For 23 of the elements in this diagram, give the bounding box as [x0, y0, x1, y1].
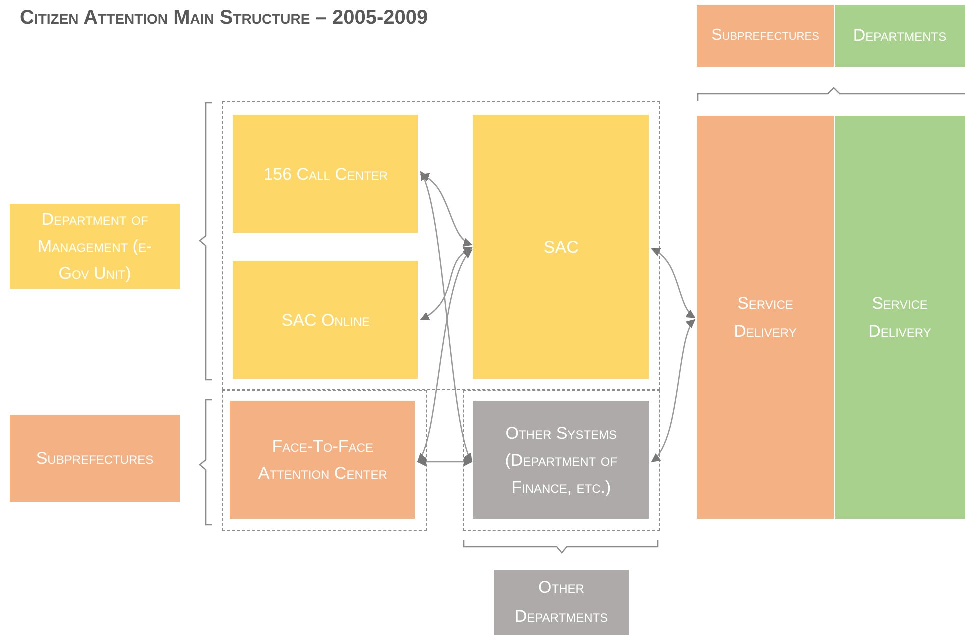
department-box: Department of Management (e-Gov Unit) — [10, 204, 180, 289]
double-arrow — [420, 247, 473, 321]
channel-box: SAC — [473, 115, 650, 380]
service-column: Service Delivery — [697, 116, 834, 519]
service-column: Service Delivery — [835, 116, 965, 519]
double-arrow — [651, 248, 696, 319]
dashed-group-frame — [463, 390, 660, 531]
channel-box: 156 Call Center — [233, 115, 418, 234]
channel-box: SAC Online — [233, 261, 418, 380]
dashed-group-frame — [222, 390, 427, 531]
header-box: Subprefectures — [697, 5, 834, 67]
header-box: Departments — [835, 5, 965, 67]
double-arrow — [417, 249, 473, 463]
double-arrow — [651, 319, 696, 463]
department-box: Other Departments — [494, 570, 629, 635]
department-box: Subprefectures — [10, 415, 180, 502]
double-arrow — [420, 174, 473, 246]
double-arrow — [420, 171, 473, 463]
channel-box: Face-To-Face Attention Center — [230, 401, 416, 520]
diagram-title: Citizen Attention Main Structure – 2005-2009 — [20, 6, 428, 31]
double-arrow — [417, 457, 473, 467]
dashed-group-frame — [222, 101, 660, 390]
system-box: Other Systems (Department of Finance, etc.) — [473, 401, 650, 520]
